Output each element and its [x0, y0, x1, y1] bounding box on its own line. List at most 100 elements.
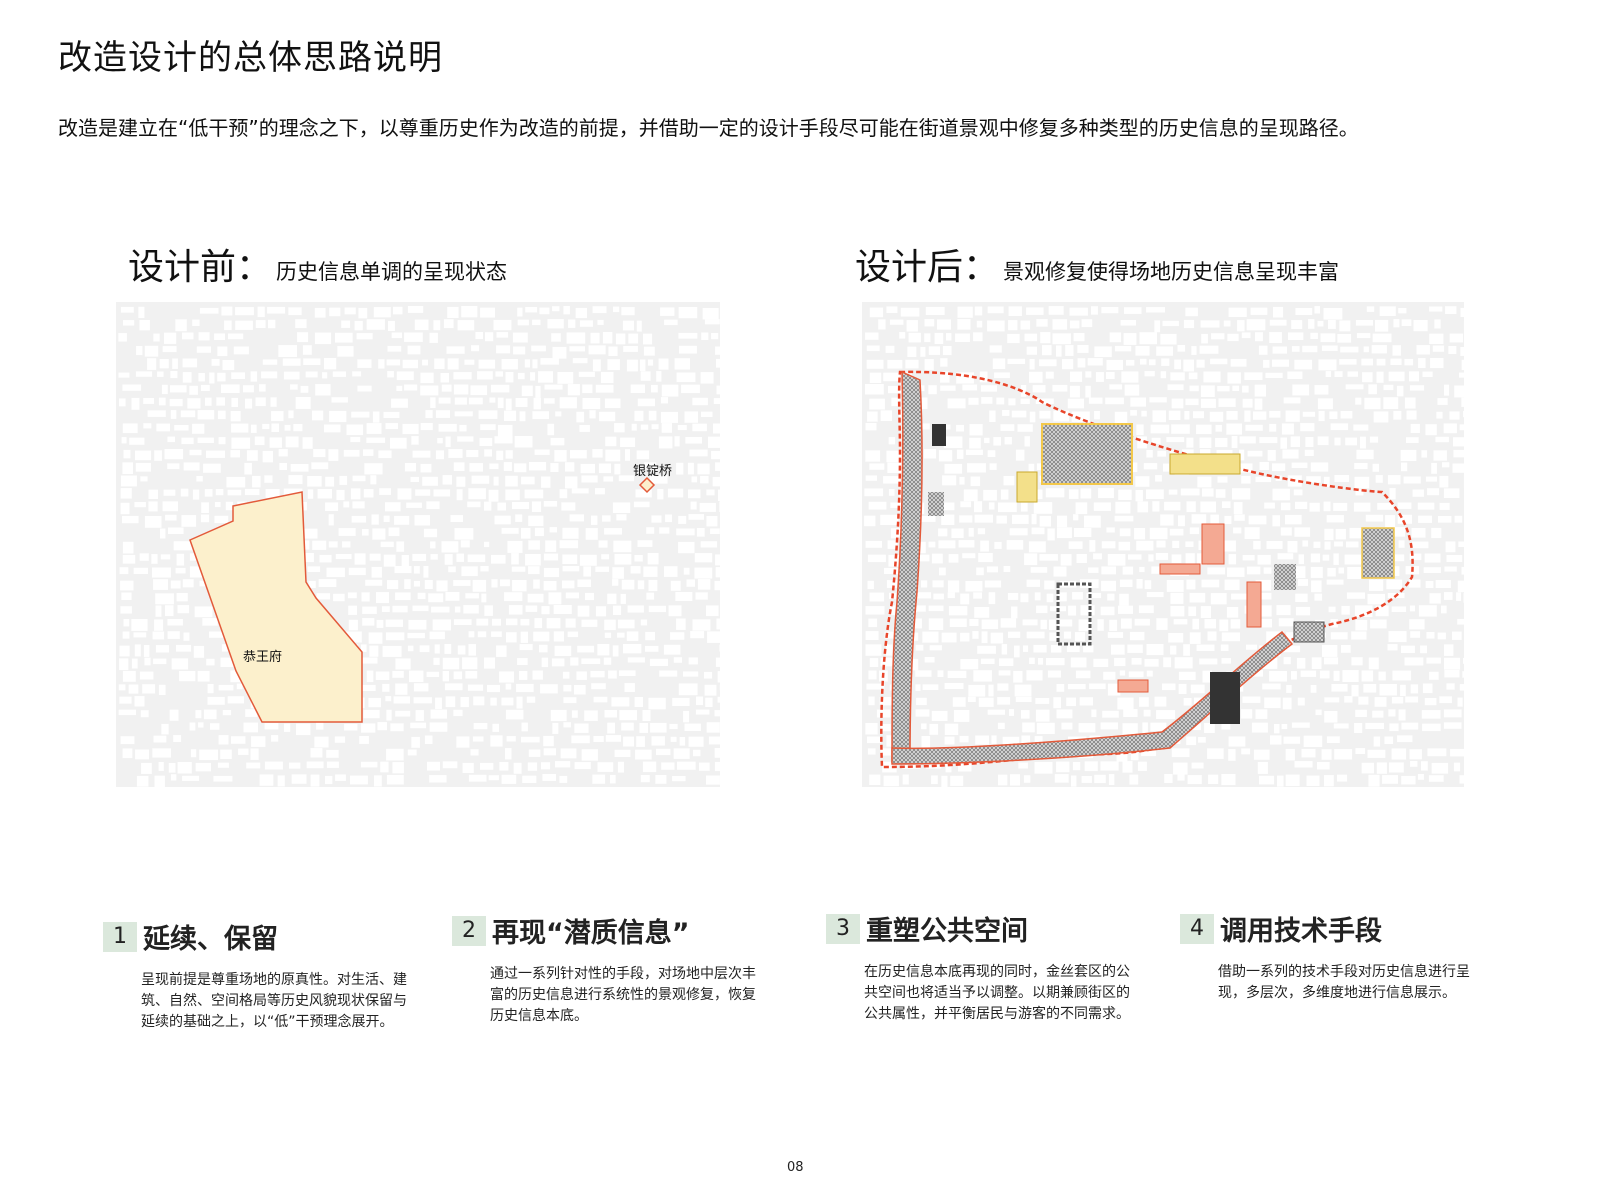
building-footprint [1171, 748, 1190, 758]
building-footprint [639, 723, 648, 733]
building-footprint [637, 540, 653, 547]
building-footprint [980, 540, 989, 552]
building-footprint [865, 540, 882, 548]
building-footprint [264, 723, 279, 730]
building-footprint [1296, 657, 1306, 669]
building-footprint [699, 762, 710, 771]
building-footprint [676, 372, 696, 383]
building-footprint [412, 605, 429, 612]
building-footprint [615, 333, 626, 345]
building-footprint [668, 605, 682, 617]
building-footprint [465, 593, 479, 599]
building-footprint [888, 385, 902, 394]
building-footprint [1084, 515, 1101, 528]
building-footprint [1367, 749, 1386, 758]
principle-3-title: 重塑公共空间 [866, 916, 1028, 947]
building-footprint [1160, 514, 1174, 526]
building-footprint [516, 696, 523, 709]
building-footprint [168, 527, 184, 534]
building-footprint [1406, 437, 1419, 443]
building-footprint [566, 332, 586, 344]
building-footprint [1389, 488, 1396, 500]
building-footprint [516, 683, 534, 693]
building-footprint [574, 685, 586, 695]
building-footprint [1355, 748, 1366, 754]
building-footprint [491, 579, 498, 588]
building-footprint [989, 463, 997, 470]
building-footprint [865, 423, 877, 431]
building-footprint [1246, 319, 1266, 331]
building-footprint [956, 424, 964, 432]
building-footprint [230, 411, 241, 422]
building-footprint [1276, 605, 1291, 616]
building-footprint [220, 657, 235, 667]
building-footprint [1138, 605, 1154, 614]
building-footprint [1052, 384, 1068, 392]
building-footprint [565, 476, 578, 489]
building-footprint [404, 579, 411, 589]
building-footprint [139, 671, 154, 680]
building-footprint [715, 346, 720, 355]
building-footprint [1130, 410, 1137, 416]
building-footprint [1034, 736, 1043, 748]
building-footprint [944, 723, 959, 735]
building-footprint [684, 411, 698, 423]
building-footprint [197, 670, 210, 682]
building-footprint [1208, 774, 1219, 784]
building-footprint [259, 774, 274, 786]
building-footprint [1039, 554, 1058, 561]
building-footprint [928, 541, 936, 548]
building-footprint [640, 359, 646, 372]
building-footprint [1040, 332, 1051, 344]
building-footprint [533, 579, 540, 589]
building-footprint [549, 527, 557, 533]
building-footprint [526, 696, 536, 703]
building-footprint [454, 528, 474, 540]
building-footprint [563, 722, 571, 728]
principle-2-body: 通过一系列针对性的手段，对场地中层次丰富的历史信息进行系统性的景观修复，恢复历史… [490, 966, 756, 1024]
building-footprint [1306, 476, 1321, 483]
building-footprint [414, 319, 429, 331]
building-footprint [1311, 657, 1322, 669]
building-footprint [297, 332, 309, 343]
building-footprint [1002, 736, 1020, 745]
building-footprint [1127, 644, 1143, 653]
building-footprint [303, 528, 318, 539]
building-footprint [865, 606, 885, 615]
building-footprint [370, 475, 377, 485]
building-footprint [433, 657, 440, 665]
building-footprint [1426, 632, 1435, 639]
building-footprint [422, 359, 428, 366]
building-footprint [196, 476, 203, 482]
building-footprint [915, 684, 921, 691]
building-footprint [1170, 645, 1177, 655]
intervention-pink-2 [1117, 679, 1149, 693]
building-footprint [1081, 776, 1092, 783]
building-footprint [1443, 709, 1462, 718]
building-footprint [1305, 437, 1314, 447]
building-footprint [562, 580, 575, 589]
building-footprint [372, 528, 386, 540]
building-footprint [148, 501, 158, 512]
building-footprint [1330, 619, 1338, 628]
building-footprint [986, 566, 998, 573]
building-footprint [497, 502, 506, 511]
building-footprint [1014, 684, 1032, 697]
building-footprint [616, 514, 627, 521]
building-footprint [1020, 502, 1028, 512]
building-footprint [424, 735, 433, 744]
building-footprint [176, 644, 192, 652]
building-footprint [1461, 359, 1464, 371]
building-footprint [354, 320, 363, 331]
building-footprint [390, 723, 404, 732]
building-footprint [568, 319, 576, 328]
building-footprint [475, 332, 483, 340]
building-footprint [140, 476, 148, 482]
building-footprint [133, 567, 148, 574]
building-footprint [1293, 489, 1303, 496]
building-footprint [620, 437, 636, 447]
building-footprint [1283, 657, 1291, 665]
building-footprint [1334, 371, 1343, 377]
building-footprint [1230, 358, 1247, 367]
